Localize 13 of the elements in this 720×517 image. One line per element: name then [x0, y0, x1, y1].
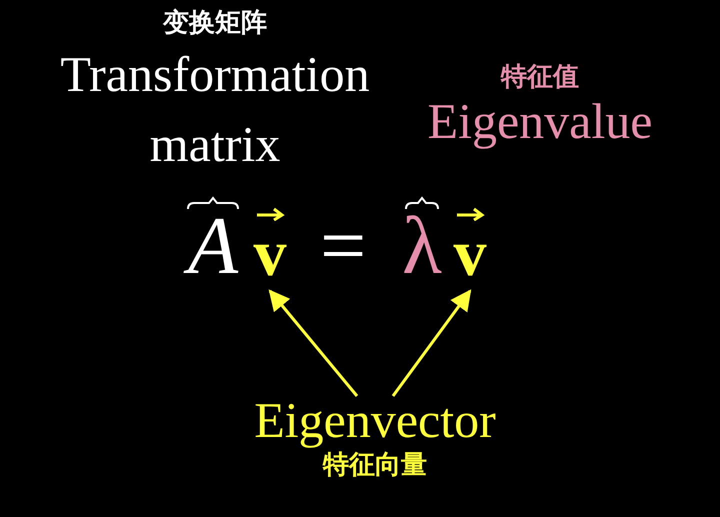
chinese-caption: 变换矩阵: [162, 8, 268, 40]
arrow: [392, 289, 472, 397]
math-symbol: v: [252, 221, 288, 287]
term-label: Transformation matrix: [59, 45, 371, 174]
math-symbol: A: [182, 205, 244, 287]
arrow: [268, 289, 358, 397]
term-label: Eigenvalue: [426, 93, 654, 151]
math-symbol: v: [452, 221, 488, 287]
term-label: Eigenvector: [253, 392, 497, 450]
math-symbol: λ: [401, 205, 443, 287]
chinese-caption: 特征值: [500, 62, 580, 94]
equals-sign: =: [320, 205, 366, 287]
chinese-caption: 特征向量: [322, 450, 428, 481]
